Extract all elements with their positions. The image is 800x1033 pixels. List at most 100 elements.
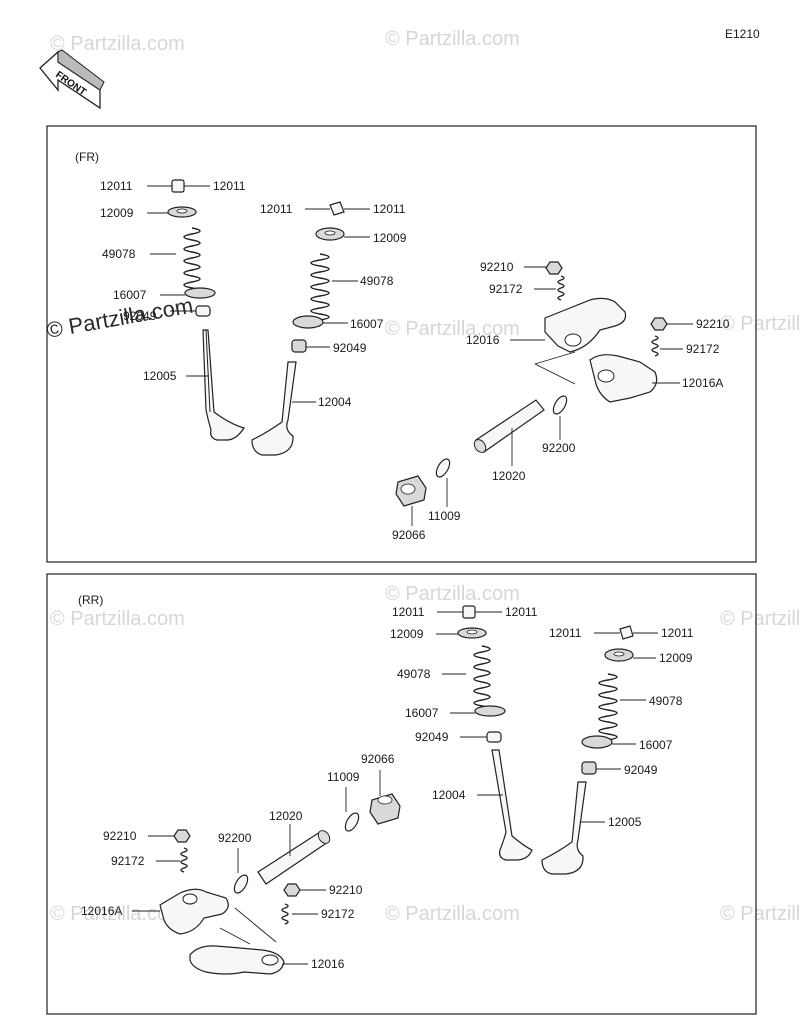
label-12009: 12009 — [100, 206, 134, 220]
label-12011: 12011 — [549, 626, 582, 640]
fr-rocker-assembly: 92210 92172 12016 92210 92172 12016A 922… — [392, 260, 730, 542]
label-49078: 49078 — [397, 667, 431, 681]
label-92049: 92049 — [624, 763, 658, 777]
label-12016: 12016 — [466, 333, 500, 347]
spring-seat-16007 — [581, 735, 613, 749]
valve-12004 — [491, 749, 533, 861]
cotter-12011 — [171, 179, 185, 193]
label-92210: 92210 — [696, 317, 730, 331]
label-12016A: 12016A — [682, 376, 723, 390]
watermark-text: © Partzilla.com — [50, 33, 185, 55]
valve-12004 — [251, 361, 297, 456]
label-12009: 12009 — [373, 231, 407, 245]
label-92049: 92049 — [415, 730, 449, 744]
watermark-text: © Partzilla.com — [50, 903, 185, 925]
label-12020: 12020 — [492, 469, 526, 483]
section-fr-title: (FR) — [75, 150, 99, 164]
oil-seal-92049 — [581, 761, 597, 775]
plug-92066 — [369, 793, 401, 825]
rocker-arm-12016A — [589, 354, 658, 403]
label-12011: 12011 — [373, 202, 406, 216]
nut-92210 — [173, 829, 191, 843]
label-92172: 92172 — [686, 342, 720, 356]
rocker-shaft-12020 — [475, 399, 545, 453]
watermark-text: © Partzilla.com — [720, 313, 800, 335]
label-92066: 92066 — [392, 528, 426, 542]
label-11009: 11009 — [428, 509, 461, 523]
o-ring-11009 — [344, 812, 360, 832]
o-ring-11009 — [435, 458, 451, 478]
oil-seal-92049 — [291, 339, 307, 353]
fr-middle-valve-stack: 12011 12011 12009 49078 16007 92049 1200… — [251, 201, 407, 456]
adjust-screw-92172 — [180, 847, 188, 873]
cotter-12011 — [329, 201, 345, 216]
spring-49078 — [183, 227, 201, 295]
cotter-12011 — [619, 625, 634, 640]
nut-92210 — [650, 317, 668, 331]
section-fr-frame — [46, 125, 757, 563]
fr-left-valve-stack: 12011 12011 12009 49078 16007 92049 1200… — [100, 179, 246, 441]
label-12009: 12009 — [659, 651, 693, 665]
watermark-text: © Partzilla.com — [720, 608, 800, 630]
label-12004: 12004 — [318, 395, 352, 409]
valve-12005 — [541, 781, 587, 875]
label-16007: 16007 — [350, 317, 384, 331]
rr-rocker-assembly: 92066 11009 12020 92200 92210 92172 1201… — [81, 752, 401, 975]
watermark-text: © Partzilla.com — [720, 903, 800, 925]
label-12004: 12004 — [432, 788, 466, 802]
spring-seat-16007 — [474, 705, 506, 717]
label-49078: 49078 — [360, 274, 394, 288]
watermark-text: © Partzilla.com — [385, 583, 520, 605]
label-92210: 92210 — [103, 829, 137, 843]
label-12011: 12011 — [661, 626, 694, 640]
rr-right-valve-stack: 12011 12011 12009 49078 16007 92049 1200… — [541, 625, 694, 875]
oil-seal-92049 — [486, 731, 502, 743]
label-92049: 92049 — [123, 309, 157, 323]
label-12011: 12011 — [392, 605, 425, 619]
spring-seat-16007 — [184, 287, 216, 299]
label-49078: 49078 — [649, 694, 683, 708]
label-49078: 49078 — [102, 247, 136, 261]
spring-49078 — [598, 673, 618, 747]
nut-92210 — [545, 261, 563, 275]
spring-49078 — [310, 253, 330, 327]
o-ring-92200 — [552, 395, 568, 415]
label-12011: 12011 — [260, 202, 293, 216]
label-92210: 92210 — [329, 883, 363, 897]
section-rr-title: (RR) — [78, 593, 103, 607]
valve-12005 — [202, 329, 245, 441]
label-12016A: 12016A — [81, 904, 122, 918]
label-16007: 16007 — [113, 288, 147, 302]
watermark-text: © Partzilla.com — [50, 608, 185, 630]
label-92172: 92172 — [111, 854, 145, 868]
label-92049: 92049 — [333, 341, 367, 355]
section-rr: (RR) 12011 12011 12009 49078 16007 92049… — [46, 573, 757, 1015]
label-92200: 92200 — [542, 441, 576, 455]
rocker-arm-12016 — [189, 945, 285, 975]
rocker-arm-12016A — [159, 888, 229, 935]
watermark-text: © Partzilla.com — [385, 28, 520, 50]
rocker-arm-12016 — [544, 297, 627, 353]
front-arrow-icon: FRONT — [39, 49, 105, 110]
rr-middle-valve-stack: 12011 12011 12009 49078 16007 92049 1200… — [390, 605, 538, 861]
oil-seal-92049 — [195, 305, 211, 317]
rocker-shaft-12020 — [257, 831, 329, 885]
spring-seat-16007 — [292, 315, 324, 329]
spring-49078 — [473, 645, 491, 713]
nut-92210 — [283, 883, 301, 897]
o-ring-92200 — [233, 874, 249, 894]
watermarks: © Partzilla.com © Partzilla.com © Partzi… — [45, 28, 800, 925]
cotter-12011 — [462, 605, 476, 619]
label-92066: 92066 — [361, 752, 395, 766]
label-92172: 92172 — [321, 907, 355, 921]
label-12009: 12009 — [390, 627, 424, 641]
label-12005: 12005 — [143, 369, 177, 383]
label-12011: 12011 — [100, 179, 133, 193]
label-92210: 92210 — [480, 260, 514, 274]
adjust-screw-92172 — [557, 275, 565, 301]
label-92172: 92172 — [489, 282, 523, 296]
adjust-screw-92172 — [651, 335, 659, 357]
label-12011: 12011 — [505, 605, 538, 619]
label-92200: 92200 — [218, 831, 252, 845]
